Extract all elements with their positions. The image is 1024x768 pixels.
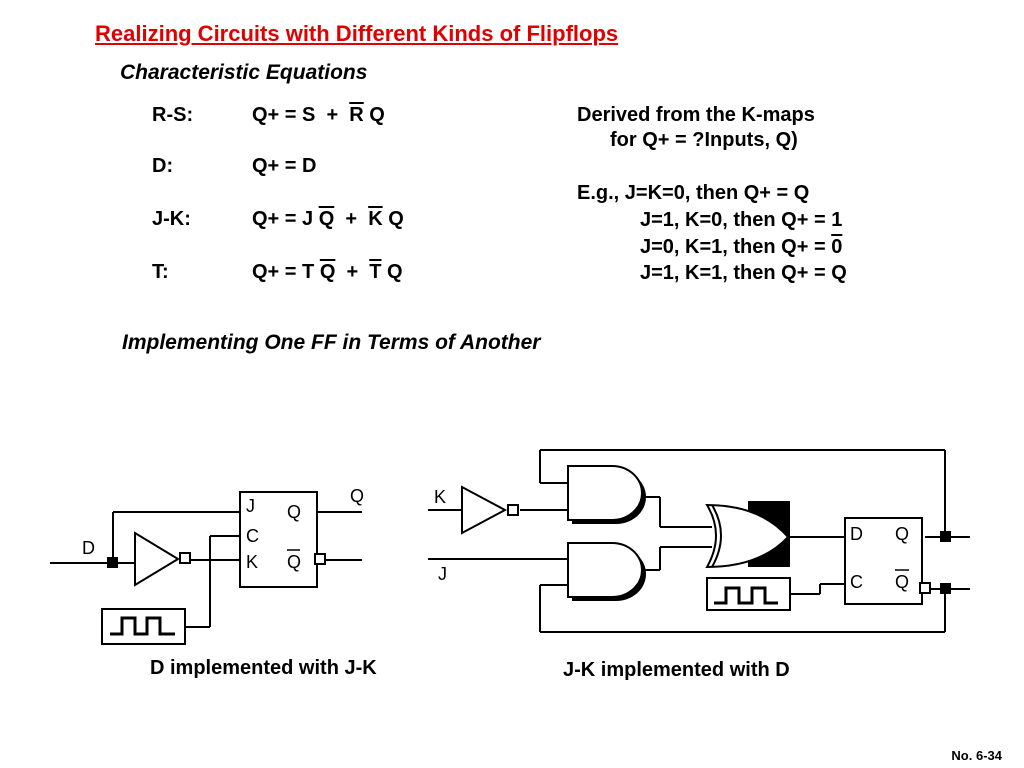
right-junction-dot-qbar [940, 583, 951, 594]
d-pin-d: D [850, 524, 863, 544]
d-qbar-bubble [919, 582, 931, 594]
right-input-j-label: J [438, 564, 447, 584]
eq-label-t: T: [152, 261, 169, 283]
upper-and-gate [567, 465, 646, 524]
or-gate [705, 501, 790, 569]
jk-pin-qbar: Q [287, 552, 301, 572]
right-inverter [461, 485, 519, 535]
eq-label-jk: J-K: [152, 208, 191, 230]
eq-rs: Q+ = S + R Q [252, 104, 385, 126]
right-input-k-label: K [434, 487, 446, 507]
section-heading-characteristic: Characteristic Equations [120, 61, 368, 84]
left-junction-dot [107, 557, 118, 568]
left-caption: D implemented with J-K [150, 657, 377, 679]
right-caption: J-K implemented with D [563, 659, 790, 681]
example-line2: J=1, K=0, then Q+ = 1 [640, 209, 843, 231]
page-number: No. 6-34 [951, 748, 1002, 763]
eq-label-rs: R-S: [152, 104, 194, 126]
d-flipflop [844, 517, 923, 605]
right-junction-dot-q [940, 531, 951, 542]
d-pin-c: C [850, 572, 863, 592]
left-output-label: Q [350, 486, 364, 506]
section-heading-implementing: Implementing One FF in Terms of Another [122, 331, 541, 354]
eq-t: Q+ = T Q + T Q [252, 261, 403, 283]
left-clock-icon [101, 608, 186, 645]
eq-d: Q+ = D [252, 155, 317, 177]
example-line1: E.g., J=K=0, then Q+ = Q [577, 182, 810, 204]
jk-pin-k: K [246, 552, 258, 572]
jk-flipflop [239, 491, 318, 588]
derived-line1: Derived from the K-maps [577, 104, 815, 126]
left-input-label: D [82, 538, 95, 558]
example-line4: J=1, K=1, then Q+ = Q [640, 262, 847, 284]
d-pin-q: Q [895, 524, 909, 544]
jk-pin-c: C [246, 526, 259, 546]
derived-line2: for Q+ = ?Inputs, Q) [610, 129, 798, 151]
jk-pin-q: Q [287, 502, 301, 522]
right-clock-icon [706, 577, 791, 611]
eq-jk: Q+ = J Q + K Q [252, 208, 404, 230]
d-pin-qbar: Q [895, 572, 909, 592]
lower-and-gate [567, 542, 646, 601]
page-title: Realizing Circuits with Different Kinds … [95, 21, 619, 46]
jk-qbar-bubble [314, 553, 326, 565]
example-line3: J=0, K=1, then Q+ = 0 [640, 236, 843, 258]
jk-pin-j: J [246, 496, 255, 516]
left-inverter [134, 531, 191, 587]
eq-label-d: D: [152, 155, 174, 177]
